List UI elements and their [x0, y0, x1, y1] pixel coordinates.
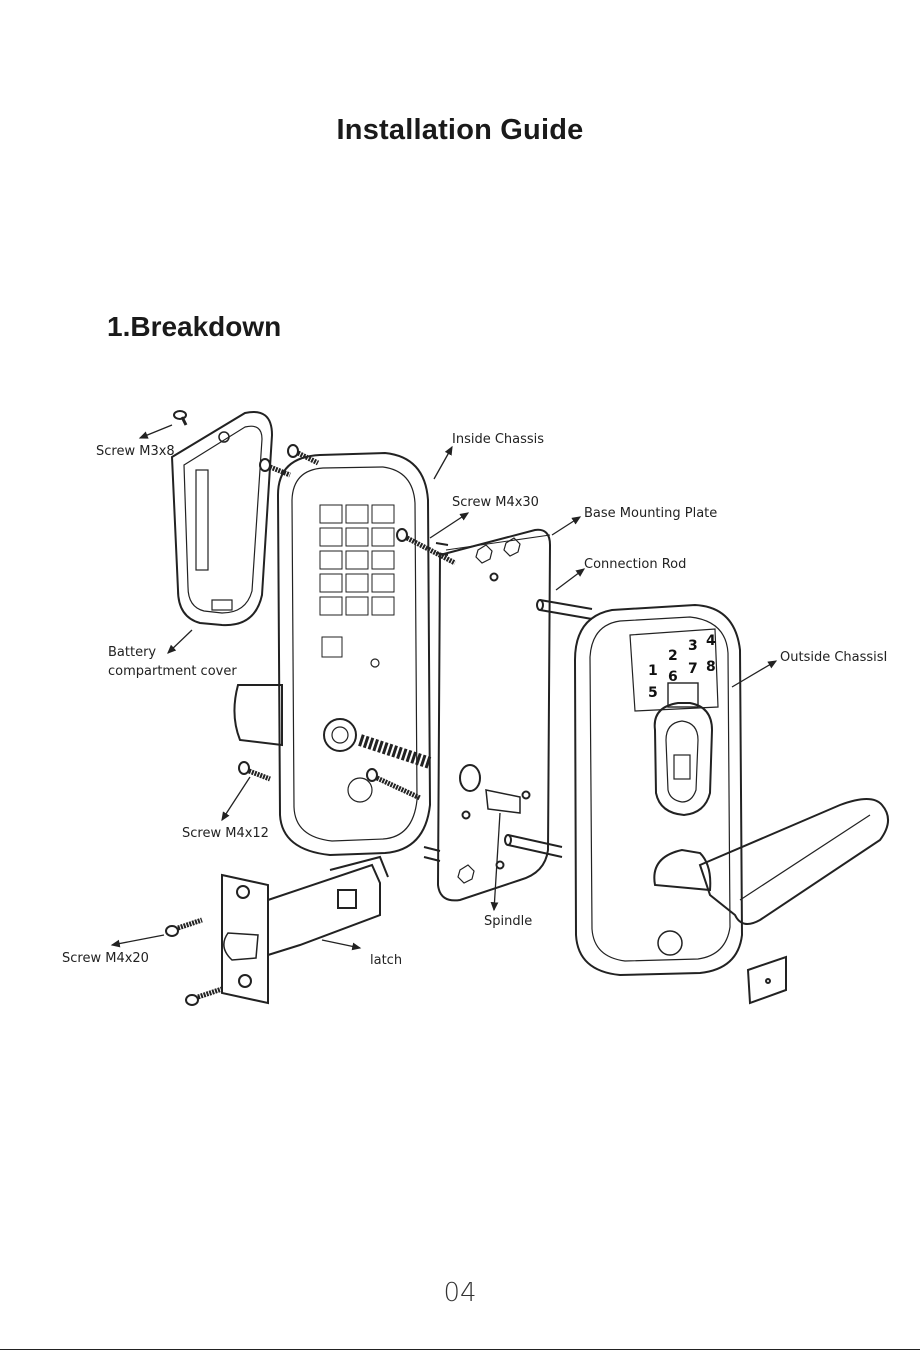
keypad-key-2: 2 [668, 648, 678, 664]
label-inside-chassis: Inside Chassis [452, 432, 544, 447]
label-battery-line2: compartment cover [108, 664, 237, 679]
bottom-rule [0, 1349, 920, 1350]
label-spindle: Spindle [484, 914, 532, 929]
keypad-key-8: 8 [706, 659, 716, 675]
label-latch: latch [370, 953, 402, 968]
section-title: 1.Breakdown [107, 311, 281, 343]
label-screw-m4x12: Screw M4x12 [182, 826, 269, 841]
connection-rods-drawing [424, 543, 592, 861]
base-mounting-plate-drawing [438, 530, 550, 901]
screws-drawing [166, 411, 455, 1005]
label-battery-line1: Battery [108, 645, 156, 660]
label-base-mounting-plate: Base Mounting Plate [584, 506, 717, 521]
label-connection-rod: Connection Rod [584, 557, 686, 572]
keypad-key-6: 6 [668, 669, 678, 685]
keypad-key-4: 4 [706, 633, 716, 649]
leader-arrows [112, 425, 776, 948]
battery-cover-drawing [172, 412, 272, 625]
exploded-lock-diagram: 1 2 3 4 5 6 7 8 Screw M3x8 Inside Ch [0, 395, 920, 1035]
label-screw-m3x8: Screw M3x8 [96, 444, 175, 459]
strike-plate-drawing [748, 957, 786, 1003]
label-outside-chassis: Outside ChassisI [780, 650, 887, 665]
label-screw-m4x30: Screw M4x30 [452, 495, 539, 510]
page-title: Installation Guide [0, 114, 920, 147]
keypad-key-3: 3 [688, 638, 698, 654]
page-number: 04 [0, 1278, 920, 1308]
keypad-key-1: 1 [648, 663, 658, 679]
keypad-key-7: 7 [688, 661, 698, 677]
latch-drawing [222, 857, 388, 1003]
inside-chassis-drawing [234, 453, 430, 855]
keypad: 1 2 3 4 5 6 7 8 [648, 633, 716, 701]
label-screw-m4x20: Screw M4x20 [62, 951, 149, 966]
keypad-key-5: 5 [648, 685, 658, 701]
